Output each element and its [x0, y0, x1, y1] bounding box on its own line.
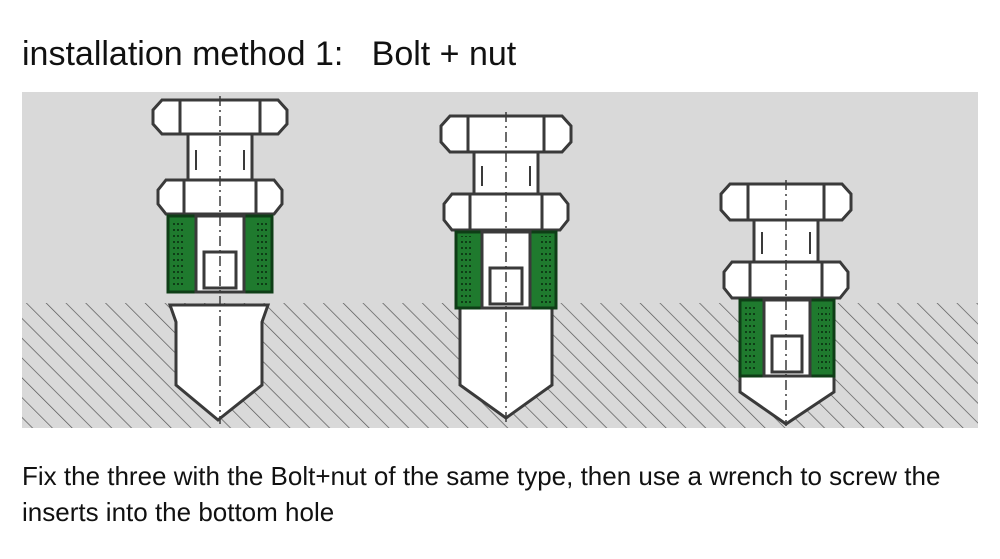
hole-1: [167, 303, 271, 422]
caption-text: Fix the three with the Bolt+nut of the s…: [22, 461, 941, 527]
page-title: installation method 1: Bolt + nut: [22, 35, 517, 73]
assembly-3: [719, 180, 853, 426]
assembly-1: [151, 96, 289, 424]
assembly-2: [439, 112, 573, 422]
